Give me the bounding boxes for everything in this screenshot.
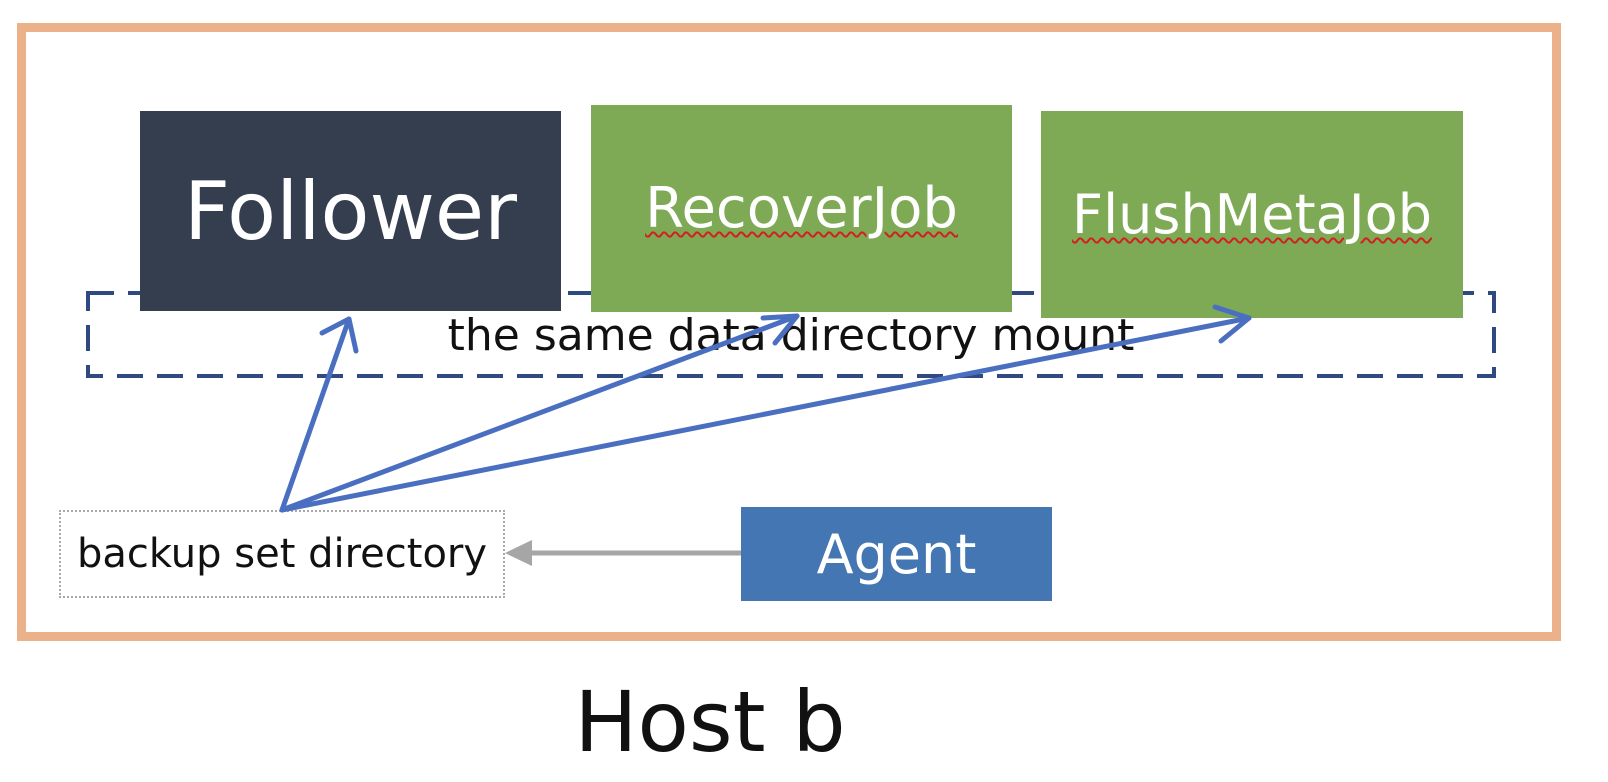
follower-node: Follower xyxy=(140,111,561,311)
agent-node: Agent xyxy=(741,507,1052,601)
agent-label: Agent xyxy=(816,522,977,586)
follower-label: Follower xyxy=(183,164,518,258)
recover-job-node: RecoverJob xyxy=(591,105,1012,312)
host-frame xyxy=(17,23,1561,641)
recover-job-label: RecoverJob xyxy=(645,176,958,241)
flush-meta-job-node: FlushMetaJob xyxy=(1041,111,1463,318)
host-title: Host b xyxy=(574,673,846,771)
backup-set-directory-label: backup set directory xyxy=(76,531,488,577)
backup-set-directory-node: backup set directory xyxy=(59,510,505,598)
flush-meta-job-label: FlushMetaJob xyxy=(1072,183,1432,246)
